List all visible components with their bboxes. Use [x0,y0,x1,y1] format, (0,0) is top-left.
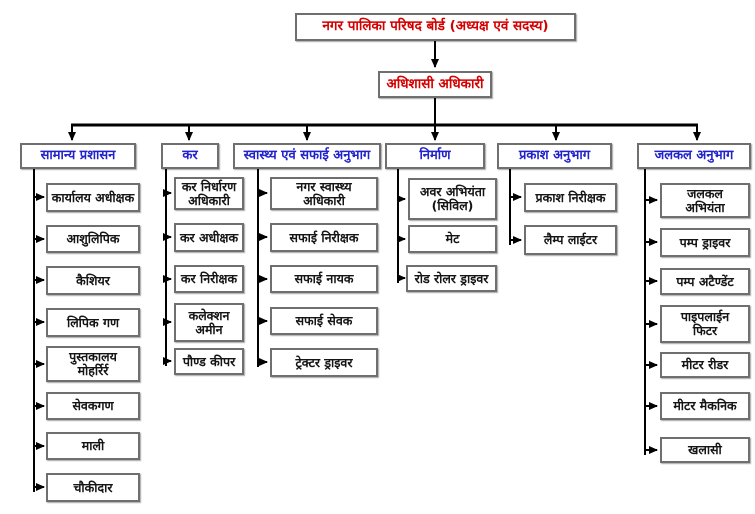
staff-meter-mechanic: मीटर मैकनिक [660,392,750,420]
section-health-sanitation: स्वास्थ्य एवं सफाई अनुभाग [233,143,381,169]
staff-pump-attendant: पम्प अटैण्डेंट [660,268,750,295]
staff-mate: मेट [408,225,497,253]
staff-tax-superintendent: कर अधीक्षक [174,223,244,252]
staff-light-inspector: प्रकाश निरीक्षक [524,183,617,212]
staff-pump-driver: पम्प ड्राइवर [660,228,750,257]
staff-meter-reader: मीटर रीडर [660,352,750,378]
staff-sanitation-inspector: सफाई निरीक्षक [270,223,378,252]
staff-junior-engineer-civil: अवर अभियंता (सिविल) [408,178,497,220]
staff-tractor-driver: ट्रेक्टर ड्राइवर [270,348,378,377]
section-general-administration: सामान्य प्रशासन [20,143,136,169]
staff-sevakgan: सेवकगण [46,392,140,420]
staff-chowkidar: चौकीदार [46,473,140,502]
executive-officer-box: अधिशासी अधिकारी [378,71,492,98]
staff-pound-keeper: पौण्ड कीपर [174,348,244,375]
staff-library-moharrir: पुस्तकालय मोहर्रिर्र [46,346,140,382]
board-box: नगर पालिका परिषद बोर्ड (अध्यक्ष एवं सदस्… [295,13,576,41]
staff-collection-amin: कलेक्शन अमीन [174,303,244,342]
staff-mali: माली [46,432,140,460]
staff-tax-inspector: कर निरीक्षक [174,265,244,293]
section-waterworks: जलकल अनुभाग [637,143,751,169]
staff-stenographer: आशुलिपिक [46,225,140,253]
staff-clerks: लिपिक गण [46,308,140,337]
staff-waterworks-engineer: जलकल अभियंता [660,183,750,218]
staff-sanitation-nayak: सफाई नायक [270,265,378,293]
section-tax: कर [161,143,219,169]
section-lighting: प्रकाश अनुभाग [497,143,612,169]
staff-tax-assessment-officer: कर निर्धारण अधिकारी [174,177,244,210]
section-construction: निर्माण [385,143,485,169]
staff-khalasi: खलासी [660,437,750,463]
staff-cashier: कैशियर [46,266,140,295]
staff-office-superintendent: कार्यालय अधीक्षक [46,183,140,212]
staff-pipeline-fitter: पाइपलाईन फिटर [660,305,750,343]
staff-lamp-lighter: लैम्प लाईटर [524,225,617,255]
staff-city-health-officer: नगर स्वास्थ्य अधिकारी [270,177,378,210]
staff-road-roller-driver: रोड रोलर ड्राइवर [406,265,497,292]
staff-sanitation-sevak: सफाई सेवक [270,307,378,335]
